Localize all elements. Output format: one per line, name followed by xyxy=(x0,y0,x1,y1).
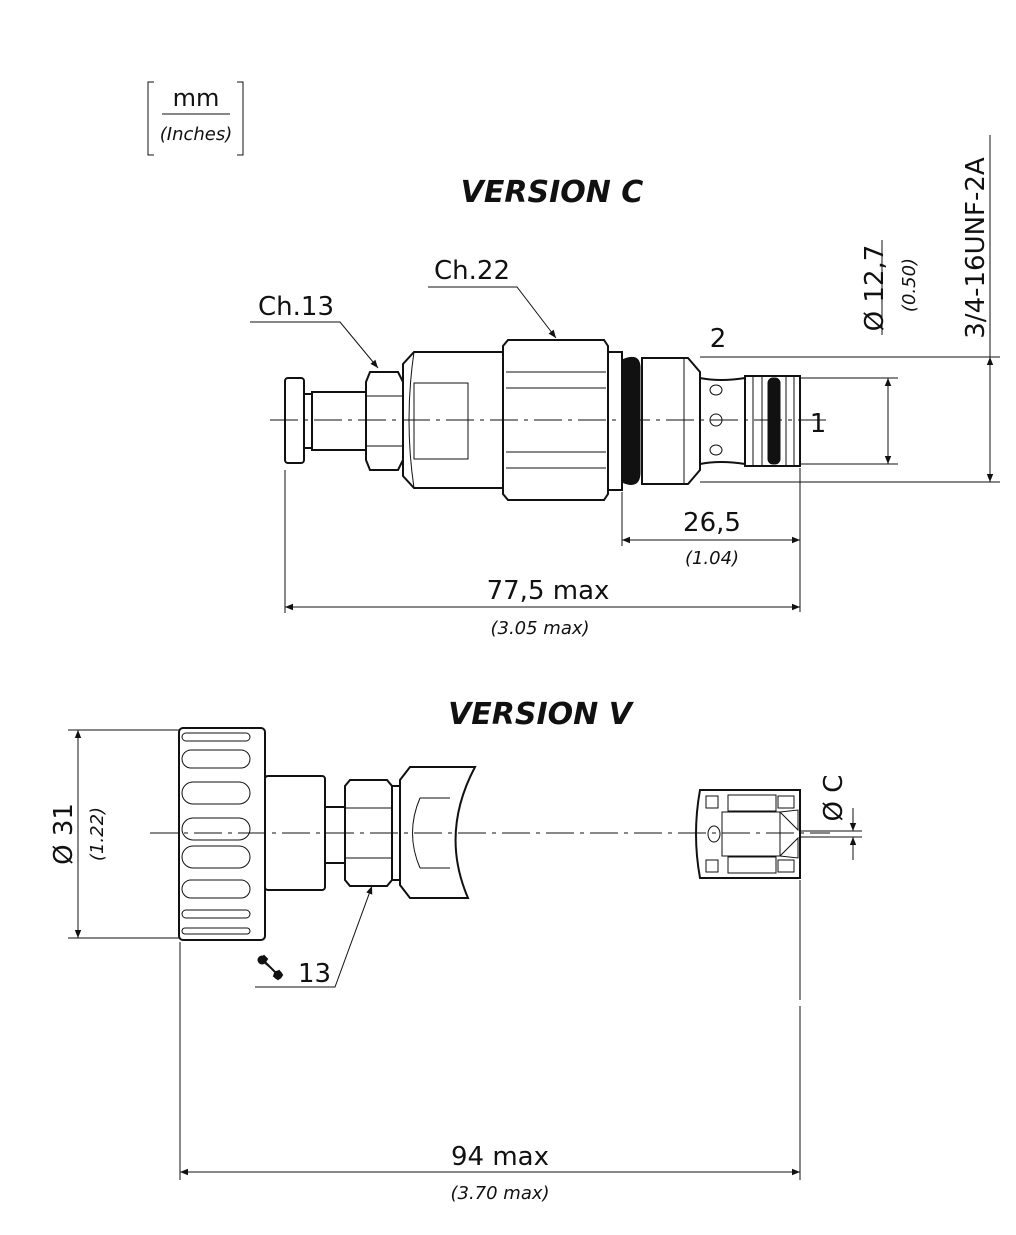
length-94-inches: (3.70 max) xyxy=(450,1183,549,1204)
port-2-label: 2 xyxy=(710,324,727,354)
diameter-31-inches: (1.22) xyxy=(87,807,108,861)
label-wrench-13: 13 xyxy=(298,959,331,989)
unit-inches: (Inches) xyxy=(160,124,233,145)
length-77-5: 77,5 max xyxy=(487,576,610,606)
diameter-12-7: Ø 12,7 xyxy=(860,245,890,332)
o-ring xyxy=(621,356,641,485)
length-77-5-inches: (3.05 max) xyxy=(490,618,589,639)
length-26-5: 26,5 xyxy=(683,508,741,538)
diameter-12-7-inches: (0.50) xyxy=(899,258,920,312)
tip-o-ring xyxy=(767,377,781,465)
length-94: 94 max xyxy=(451,1142,549,1172)
diameter-31: Ø 31 xyxy=(49,803,79,865)
units-legend: mm (Inches) xyxy=(147,81,244,156)
cartridge-seat xyxy=(641,357,701,485)
cartridge-ports xyxy=(699,376,746,466)
label-ch13: Ch.13 xyxy=(258,292,334,322)
port-1-label: 1 xyxy=(810,409,827,439)
version-c-drawing: VERSION C xyxy=(250,135,1000,639)
cartridge-section xyxy=(695,789,801,879)
version-v-drawing: VERSION V xyxy=(49,697,862,1204)
adjust-stem xyxy=(311,391,369,451)
lock-nut-13 xyxy=(344,779,393,887)
knurled-knob xyxy=(178,727,266,941)
thread-spec: 3/4-16UNF-2A xyxy=(961,157,991,339)
wrench-icon xyxy=(257,954,284,981)
lock-nut-ch13 xyxy=(365,371,404,471)
length-26-5-inches: (1.04) xyxy=(685,548,739,569)
unit-mm: mm xyxy=(173,84,220,112)
orifice-diameter-c: Ø C xyxy=(819,775,849,822)
version-c-title: VERSION C xyxy=(461,175,644,210)
version-v-title: VERSION V xyxy=(448,697,635,732)
label-ch22: Ch.22 xyxy=(434,256,510,286)
